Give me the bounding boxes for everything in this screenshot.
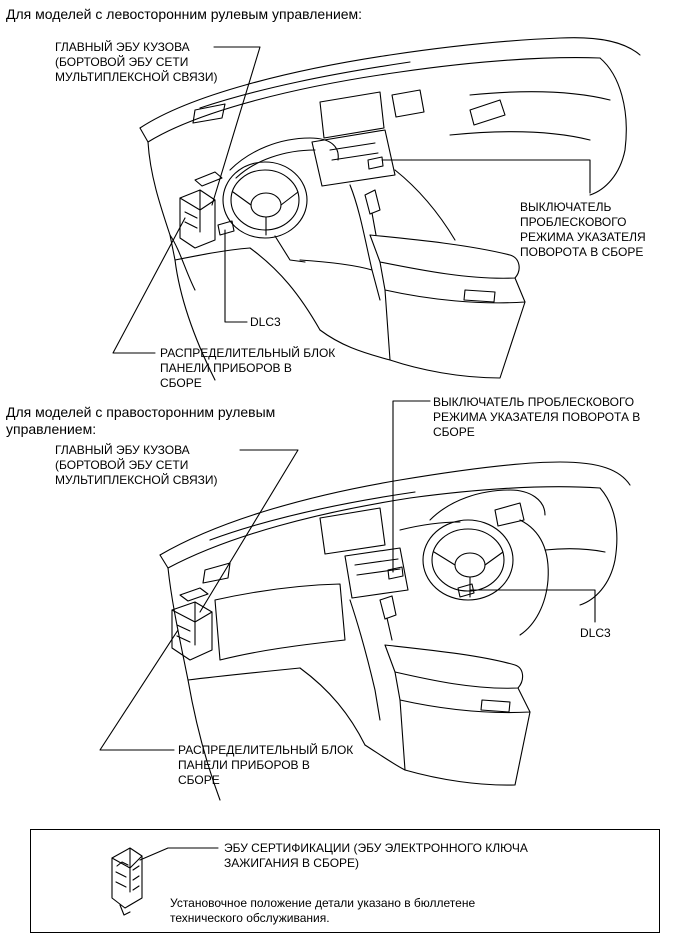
lhd-dashboard-drawing xyxy=(139,37,641,381)
rhd-dashboard-drawing xyxy=(159,461,631,801)
lhd-flasher-switch-label: ВЫКЛЮЧАТЕЛЬ ПРОБЛЕСКОВОГО РЕЖИМА УКАЗАТЕ… xyxy=(520,200,646,259)
cert-ecu-leader xyxy=(139,847,219,861)
note-box xyxy=(30,829,660,933)
rhd-body-ecu-leader xyxy=(199,449,299,613)
lhd-leader-lines xyxy=(112,46,591,354)
rhd-heading: Для моделей с правосторонним рулевым упр… xyxy=(6,404,276,437)
lhd-heading: Для моделей с левосторонним рулевым упра… xyxy=(6,6,363,22)
lhd-junction-block-label: РАСПРЕДЕЛИТЕЛЬНЫЙ БЛОК ПАНЕЛИ ПРИБОРОВ В… xyxy=(160,346,336,390)
rhd-dlc3-label: DLC3 xyxy=(580,626,611,640)
rhd-flasher-switch-leader xyxy=(392,400,431,573)
rhd-leader-lines xyxy=(99,400,596,751)
note-remark: Установочное положение детали указано в … xyxy=(170,896,476,925)
lhd-dlc3-leader xyxy=(224,229,248,323)
certification-ecu-icon xyxy=(111,847,219,916)
rhd-junction-block-label: РАСПРЕДЕЛИТЕЛЬНЫЙ БЛОК ПАНЕЛИ ПРИБОРОВ В… xyxy=(178,743,354,787)
cert-ecu-label: ЭБУ СЕРТИФИКАЦИИ (ЭБУ ЭЛЕКТРОННОГО КЛЮЧА… xyxy=(224,841,528,870)
lhd-junction-block-leader xyxy=(112,217,186,354)
lhd-flasher-switch-leader xyxy=(381,159,591,194)
lhd-body-ecu-label: ГЛАВНЫЙ ЭБУ КУЗОВА (БОРТОВОЙ ЭБУ СЕТИ МУ… xyxy=(55,40,218,84)
lhd-dlc3-label: DLC3 xyxy=(250,315,281,329)
rhd-junction-block-leader xyxy=(99,629,179,751)
rhd-flasher-switch-label: ВЫКЛЮЧАТЕЛЬ ПРОБЛЕСКОВОГО РЕЖИМА УКАЗАТЕ… xyxy=(433,395,641,439)
lhd-body-ecu-leader xyxy=(211,46,261,206)
rhd-dlc3-leader xyxy=(469,589,596,623)
rhd-body-ecu-label: ГЛАВНЫЙ ЭБУ КУЗОВА (БОРТОВОЙ ЭБУ СЕТИ МУ… xyxy=(55,443,218,487)
